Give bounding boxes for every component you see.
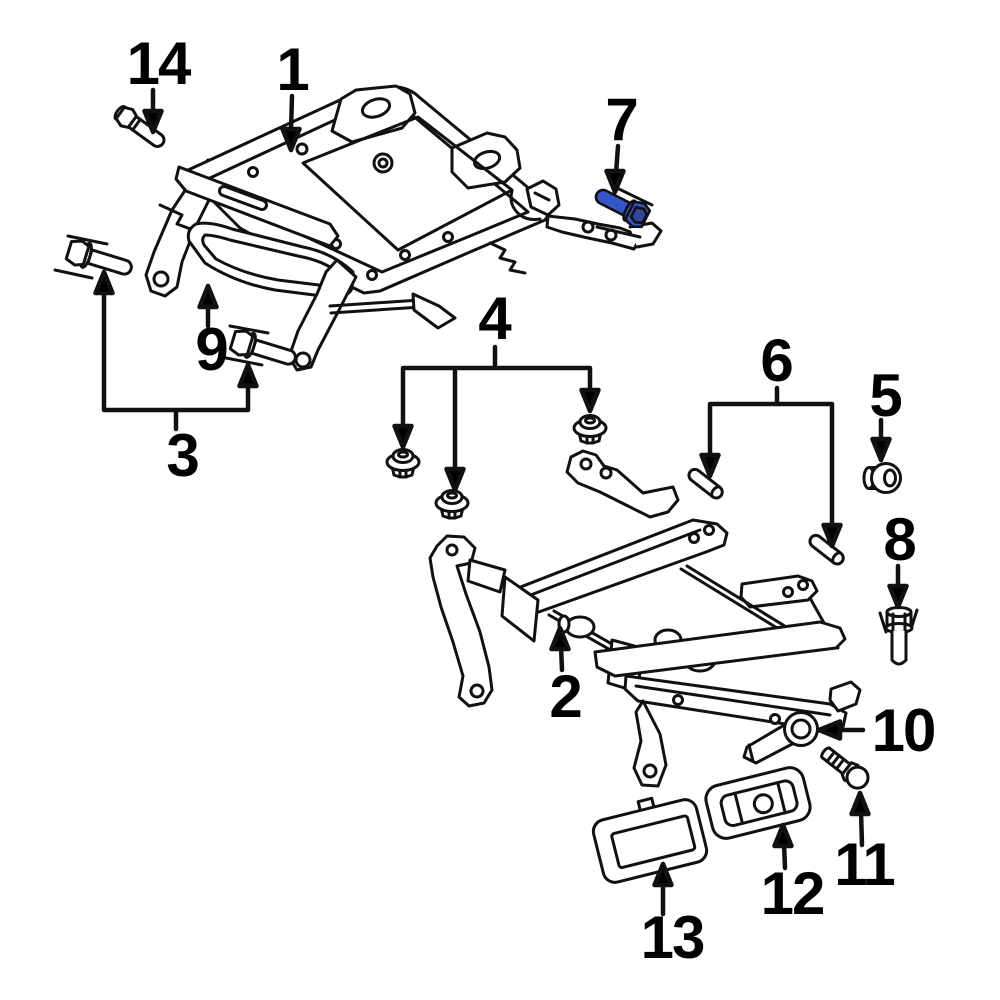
- part-10-handle: [742, 711, 819, 765]
- callout-11: 11: [834, 831, 895, 898]
- callout-9: 9: [195, 316, 228, 383]
- part-11-screw: [820, 746, 870, 790]
- part-12-switch-panel: [704, 766, 812, 840]
- callout-5: 5: [869, 362, 902, 429]
- part-4-nut-b: [434, 489, 470, 520]
- callout-arrows: [93, 87, 909, 917]
- callout-10: 10: [871, 697, 937, 764]
- callout-6: 6: [760, 327, 793, 394]
- callout-8: 8: [883, 506, 916, 573]
- callout-1: 1: [276, 36, 309, 103]
- part-8-bolt: [878, 606, 919, 666]
- part-7-bolt-highlighted: [594, 187, 654, 239]
- callout-12: 12: [760, 860, 826, 927]
- upper-seat-adjuster-drawing: [144, 84, 663, 372]
- part-4-nut-a: [385, 448, 421, 479]
- part-6-pin-a: [685, 465, 727, 502]
- callout-3: 3: [166, 422, 199, 489]
- part-4-nut-c: [572, 414, 608, 445]
- part-5-grommet: [862, 462, 902, 494]
- callout-2: 2: [549, 663, 582, 730]
- part-9-bolt: [224, 324, 297, 367]
- callout-14: 14: [126, 30, 192, 97]
- part-13-bezel: [591, 796, 709, 884]
- callout-4: 4: [478, 285, 511, 352]
- part-14-bolt: [113, 105, 166, 148]
- part-3-bolt: [53, 234, 133, 280]
- callout-13: 13: [640, 904, 706, 971]
- callout-7: 7: [605, 86, 638, 153]
